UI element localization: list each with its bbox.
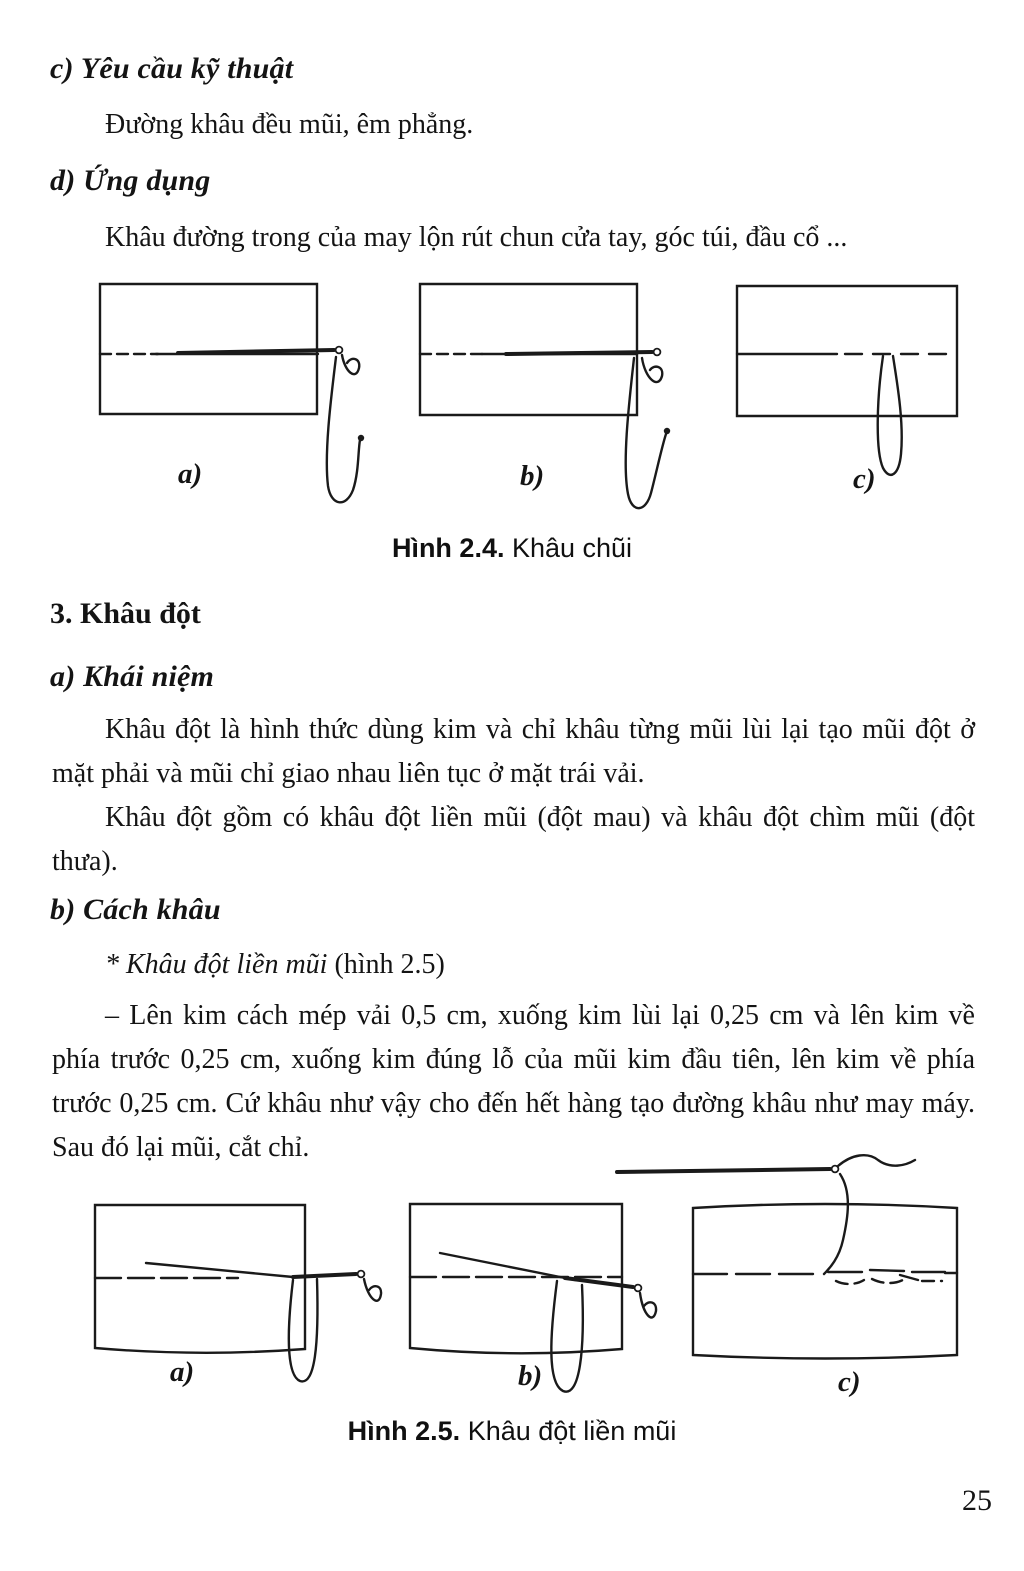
figure-2-5-caption-text: Khâu đột liền mũi (460, 1416, 677, 1446)
figure-2-4-panel-c-drawing (733, 282, 968, 492)
section-3b-subheading-italic: * Khâu đột liền mũi (105, 949, 328, 980)
figure-2-4-panel-b-label: b) (520, 460, 545, 492)
figure-2-5-panel-a-drawing (88, 1195, 388, 1400)
figure-2-5-panel-b-drawing (405, 1195, 670, 1407)
section-d-heading: d) Ứng dụng (50, 164, 211, 197)
section-d-body: Khâu đường trong của may lộn rút chun cử… (105, 222, 848, 253)
section-c-body: Đường khâu đều mũi, êm phẳng. (105, 109, 474, 140)
figure-2-4-caption-label: Hình 2.4. (391, 533, 505, 563)
page-number: 25 (962, 1484, 992, 1517)
section-3b-para: – Lên kim cách mép vải 0,5 cm, xuống kim… (52, 1000, 975, 1163)
section-3a-heading: a) Khái niệm (50, 660, 215, 693)
section-3b-subheading: * Khâu đột liền mũi (hình 2.5) (105, 945, 445, 985)
figure-2-4-panel-a-label: a) (178, 458, 203, 490)
figure-2-5-panel-c-label: c) (838, 1366, 861, 1398)
figure-2-5-panel-a-label: a) (170, 1356, 195, 1388)
section-c-heading: c) Yêu cầu kỹ thuật (50, 52, 294, 85)
figure-2-5-panel-b-label: b) (518, 1360, 543, 1392)
figure-2-5-caption-label: Hình 2.5. (347, 1416, 461, 1446)
section-3a-para1: Khâu đột là hình thức dùng kim và chỉ kh… (52, 714, 975, 789)
section-3b-heading: b) Cách khâu (50, 893, 221, 926)
figure-2-4-caption-text: Khâu chũi (504, 533, 633, 563)
figure-2-4-panel-c-label: c) (853, 463, 876, 495)
section-3-heading: 3. Khâu đột (50, 597, 201, 630)
figure-2-4-caption: Hình 2.4. Khâu chũi (0, 533, 1024, 564)
figure-2-4-panel-a-drawing (96, 278, 365, 523)
section-3a-para2: Khâu đột gồm có khâu đột liền mũi (đột m… (52, 802, 975, 877)
section-3b-subheading-rest: (hình 2.5) (327, 949, 445, 980)
figure-2-5-panel-c-drawing (600, 1148, 975, 1366)
figure-2-4-panel-b-drawing (418, 278, 671, 523)
figure-2-5-caption: Hình 2.5. Khâu đột liền mũi (0, 1416, 1024, 1447)
